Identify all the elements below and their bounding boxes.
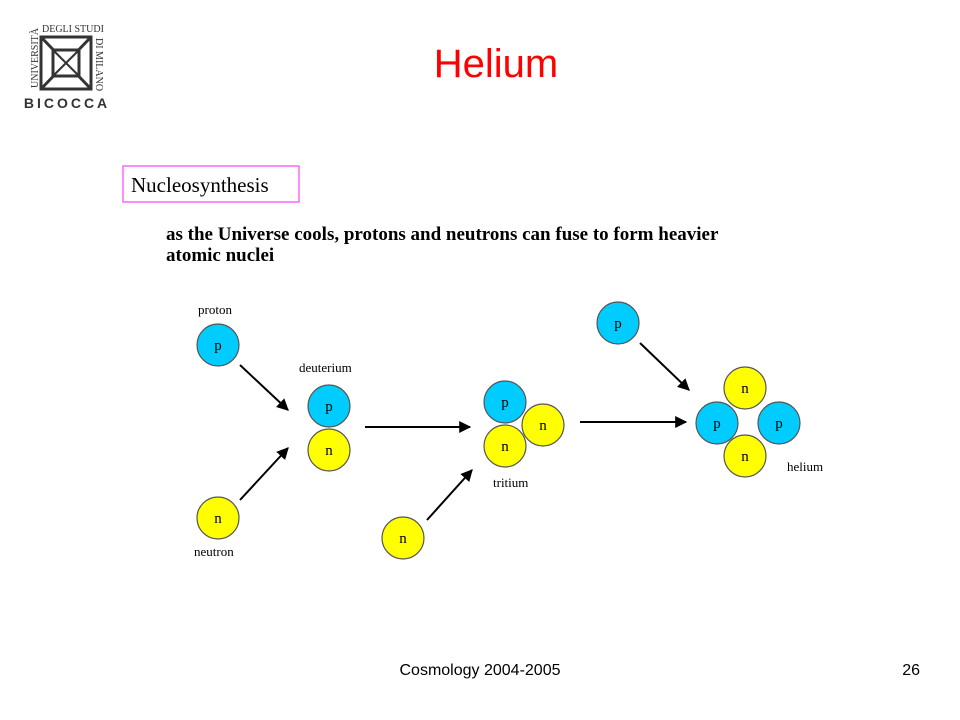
label-proton: proton: [198, 302, 232, 317]
particle: n: [381, 516, 425, 560]
figure-heading: Nucleosynthesis: [131, 173, 269, 197]
svg-text:p: p: [713, 416, 721, 432]
svg-text:n: n: [214, 511, 222, 527]
svg-text:p: p: [501, 395, 509, 411]
arrow-proton-to-deuterium: [239, 364, 289, 411]
particle: n: [307, 428, 351, 472]
particle: n: [723, 366, 767, 410]
particle: p: [483, 380, 527, 424]
logo-emblem: [39, 35, 93, 91]
logo-text-di-milano: DI MILANO: [93, 38, 104, 91]
particle: p: [596, 301, 640, 345]
svg-text:p: p: [325, 399, 333, 415]
svg-text:n: n: [741, 381, 749, 397]
arrow-neutron-to-tritium: [426, 469, 473, 521]
svg-text:n: n: [539, 418, 547, 434]
logo-text-universita: UNIVERSITÀ: [29, 27, 41, 88]
svg-text:n: n: [501, 439, 509, 455]
arrow-neutron-to-deuterium: [239, 447, 289, 501]
particle: p: [307, 384, 351, 428]
label-helium: helium: [787, 459, 823, 474]
footer-course: Cosmology 2004-2005: [399, 662, 561, 679]
label-neutron: neutron: [194, 544, 234, 559]
svg-text:p: p: [614, 316, 622, 332]
caption-line-2: atomic nuclei: [166, 245, 274, 266]
svg-text:n: n: [741, 449, 749, 465]
svg-text:p: p: [214, 338, 222, 354]
label-tritium: tritium: [493, 475, 528, 490]
caption-line-1: as the Universe cools, protons and neutr…: [166, 224, 719, 245]
particle: n: [723, 434, 767, 478]
particle: n: [521, 403, 565, 447]
heading-box: [122, 165, 300, 203]
particle: p: [757, 401, 801, 445]
page-number: 26: [902, 662, 920, 679]
slide-title: Helium: [433, 42, 559, 86]
svg-text:n: n: [399, 531, 407, 547]
university-logo: UNIVERSITÀ DEGLI STUDI DI MILANO BICOCCA: [24, 24, 110, 111]
particle: p: [196, 323, 240, 367]
arrow-proton-to-helium: [639, 342, 690, 391]
svg-text:n: n: [325, 443, 333, 459]
particle: p: [695, 401, 739, 445]
particle: n: [483, 424, 527, 468]
particle: n: [196, 496, 240, 540]
label-deuterium: deuterium: [299, 360, 352, 375]
logo-text-degli-studi: DEGLI STUDI: [42, 24, 104, 35]
logo-text-bicocca: BICOCCA: [24, 95, 110, 111]
svg-text:p: p: [775, 416, 783, 432]
